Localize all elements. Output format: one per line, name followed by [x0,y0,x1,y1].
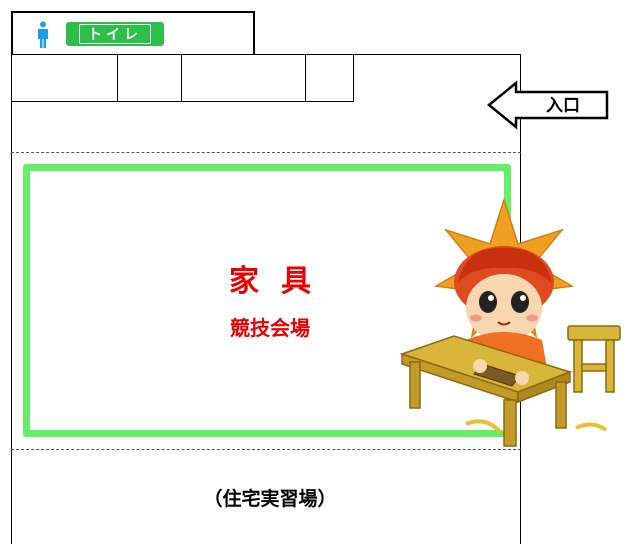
mascot-carpenter-illustration: A [399,197,621,447]
cubicle-divider [117,54,118,102]
training-area-label: （住宅実習場） [203,488,337,510]
toilet-label: トイレ [79,24,151,44]
divider-line [11,449,521,450]
cubicle-row [11,54,354,102]
arrow-left-icon [487,80,609,130]
cubicle-divider [305,54,306,102]
toilet-badge: トイレ [66,22,164,46]
entrance-label: 入口 [546,96,580,116]
cubicle-divider [181,54,182,102]
venue-title: 家具 [229,264,333,299]
venue-subtitle: 競技会場 [230,316,310,340]
person-icon [38,21,48,48]
divider-line [11,152,521,153]
